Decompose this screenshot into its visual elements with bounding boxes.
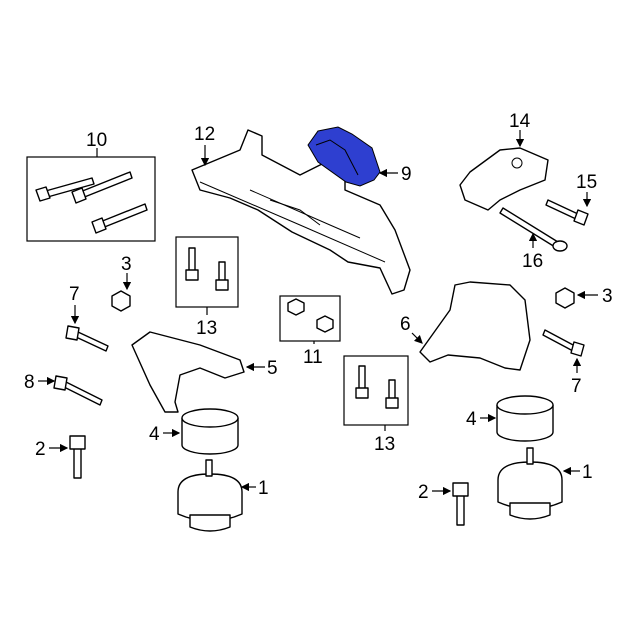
bolt-15-head: [573, 209, 589, 226]
bolt-16: [499, 207, 559, 248]
callout-7-left: 7: [69, 284, 80, 305]
transmission-mount-9-highlighted: [307, 126, 381, 187]
callout-14: 14: [509, 111, 531, 132]
bolt-7-left-head: [65, 325, 80, 341]
bolt-7-left: [75, 331, 109, 352]
callout-1-right: 1: [582, 462, 593, 483]
bracket-5: [131, 331, 245, 413]
bolt-set-10: [35, 171, 148, 234]
insulator-4-left: [181, 408, 239, 455]
callout-9: 9: [401, 164, 412, 185]
callout-12: 12: [194, 124, 215, 145]
callout-5: 5: [267, 358, 278, 379]
bolt-15: [545, 199, 579, 220]
nut-set-11: [287, 298, 334, 333]
callout-13-upper: 13: [196, 318, 217, 339]
callout-16: 16: [522, 251, 543, 272]
callout-11: 11: [303, 347, 323, 368]
bolt-set-13-lower: [355, 365, 399, 409]
nut-3-left: [111, 290, 131, 312]
insulator-4-right: [496, 395, 554, 442]
nut-kit-box-11: [279, 295, 341, 342]
leader-lines: [38, 130, 598, 496]
bolt-8-head: [53, 375, 68, 391]
callout-4-left: 4: [149, 424, 160, 445]
callout-6: 6: [400, 314, 411, 335]
bolt-2-right-head: [452, 482, 469, 497]
callout-15: 15: [576, 172, 597, 193]
bolt-7-right-head: [570, 341, 585, 357]
subframe-12: [191, 129, 411, 295]
bolt-7-right: [542, 329, 576, 352]
bolt-set-13-upper: [185, 247, 229, 291]
callout-1-left: 1: [258, 478, 269, 499]
nut-3-right: [555, 287, 575, 309]
bracket-6: [419, 281, 531, 371]
bolt-kit-box-10: [26, 156, 156, 242]
callout-10: 10: [86, 130, 107, 151]
bolt-2-left: [73, 447, 82, 479]
engine-mount-1-right: [497, 447, 563, 520]
callout-8: 8: [24, 372, 35, 393]
washer-16: [552, 240, 568, 252]
callout-3-right: 3: [602, 286, 613, 307]
bolt-2-right: [456, 494, 465, 526]
bolt-2-left-head: [69, 435, 86, 450]
callout-13-lower: 13: [374, 434, 395, 455]
callout-2-right: 2: [418, 482, 429, 503]
bolt-kit-box-13-lower: [343, 355, 409, 426]
callout-3-left: 3: [121, 254, 132, 275]
bolt-8: [63, 381, 103, 406]
engine-mount-1-left: [177, 459, 243, 532]
callout-2-left: 2: [35, 439, 46, 460]
bracket-14: [459, 147, 549, 211]
callout-4-right: 4: [466, 409, 477, 430]
callout-7-right: 7: [571, 376, 582, 397]
